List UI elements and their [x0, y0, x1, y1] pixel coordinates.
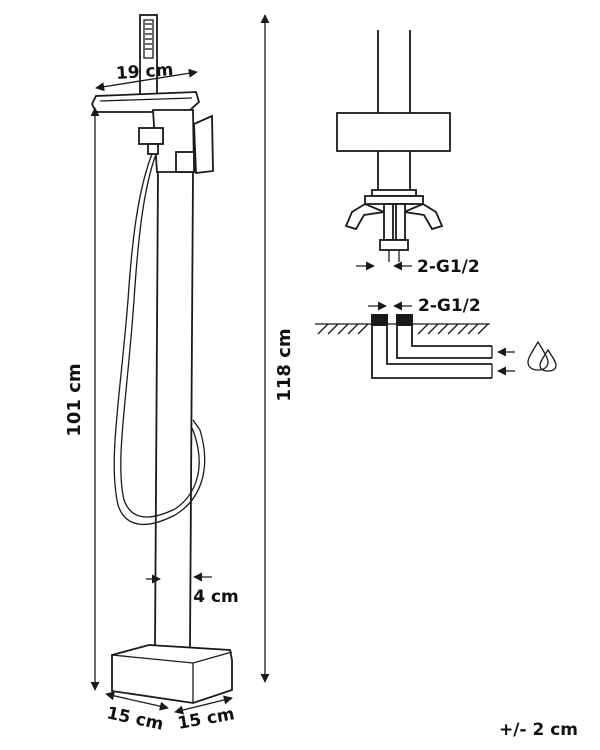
valve-connection-detail: 2-G1/2	[336, 30, 480, 277]
dimension-pipe-width: 4 cm	[146, 572, 239, 607]
tolerance-label: +/- 2 cm	[499, 720, 578, 740]
faucet-drawing	[90, 14, 233, 704]
dimension-height-total: 118 cm	[260, 14, 295, 683]
base-depth-label: 15 cm	[105, 703, 165, 734]
floor-supply-detail: 2-G1/2	[315, 296, 557, 379]
faucet-body	[138, 109, 214, 175]
dimension-base-depth: 15 cm	[105, 691, 169, 735]
base-width-label: 15 cm	[176, 704, 236, 734]
hand-shower	[139, 14, 158, 98]
water-drops-icon	[527, 340, 557, 372]
faucet-base	[111, 644, 233, 704]
dimension-width-top: 19 cm	[95, 60, 198, 92]
connector-valve-label: 2-G1/2	[417, 257, 480, 277]
floor-hatching	[317, 323, 489, 335]
pipe-width-label: 4 cm	[193, 587, 239, 607]
dimension-height-spout: 101 cm	[64, 107, 100, 691]
connector-floor-label: 2-G1/2	[418, 296, 481, 316]
spout	[90, 91, 201, 113]
height-spout-label: 101 cm	[64, 363, 85, 436]
faucet-column	[154, 171, 194, 649]
height-total-label: 118 cm	[274, 328, 295, 401]
dimension-base-width: 15 cm	[174, 695, 236, 734]
shower-hose	[113, 153, 206, 526]
width-top-label: 19 cm	[115, 60, 174, 84]
